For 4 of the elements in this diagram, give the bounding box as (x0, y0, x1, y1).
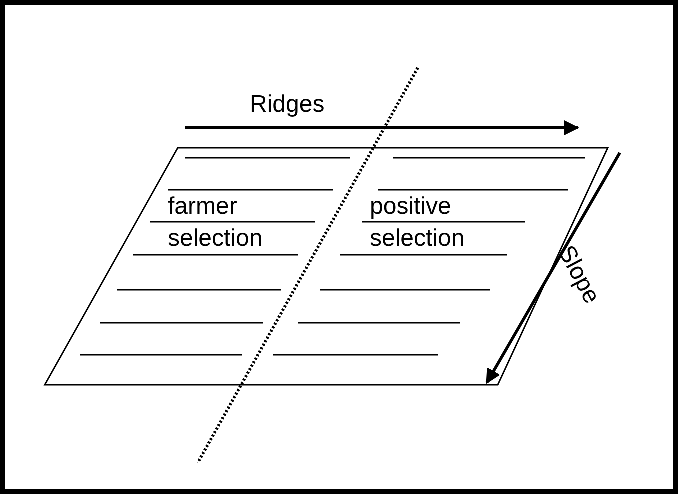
field-label: positive selection (370, 192, 466, 254)
field-label: farmer selection (168, 192, 264, 254)
direction-label: Slope (552, 242, 605, 308)
direction-label: Ridges (250, 92, 325, 118)
